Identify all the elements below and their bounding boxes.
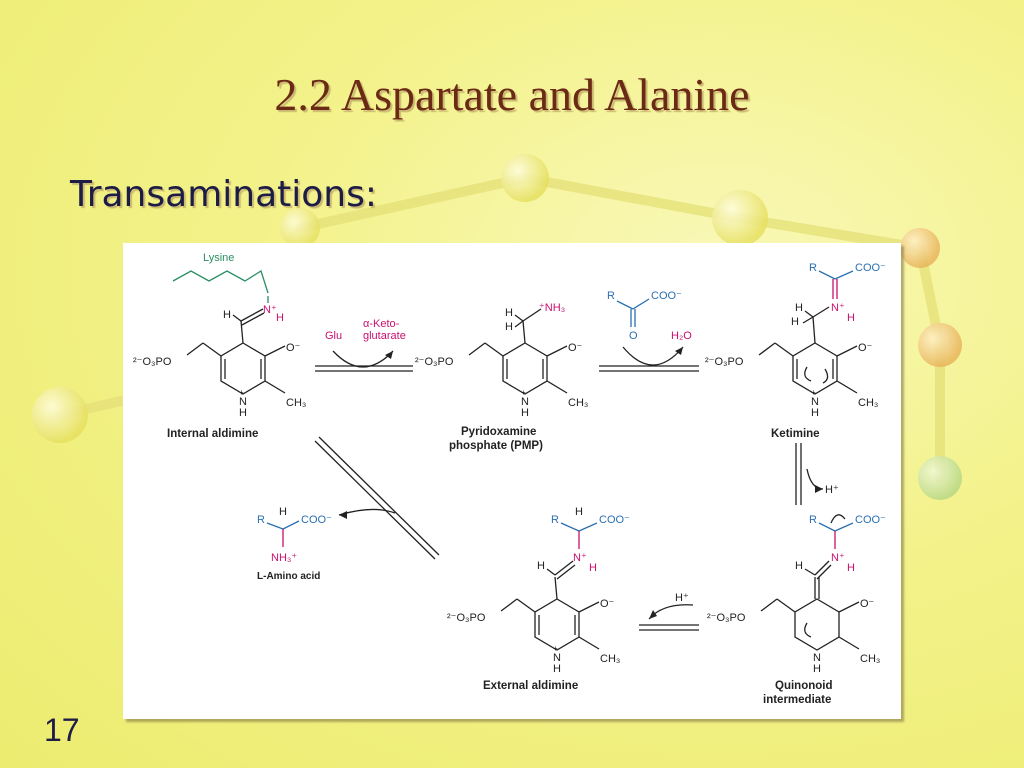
external-aldimine-ring-plus: + <box>553 644 558 653</box>
pmp-ring-plus: + <box>521 388 526 397</box>
internal-aldimine-ch: H <box>223 309 231 321</box>
amino-acid-caption: L-Amino acid <box>257 571 320 582</box>
internal-aldimine-ring-n: N <box>239 396 247 408</box>
internal-aldimine-nh: H <box>276 312 284 324</box>
external-aldimine-oxide: O⁻ <box>600 598 615 610</box>
pmp-h1: H <box>505 307 513 319</box>
pmp-molecule: ⁺NH₃ H H O⁻ CH₃ ²⁻O₃PO + N H Pyridoxamin… <box>415 302 588 452</box>
ketimine-oxide: O⁻ <box>858 342 873 354</box>
ketimine-nh: H <box>847 312 855 324</box>
external-aldimine-caption: External aldimine <box>483 680 578 692</box>
pmp-phosphate: ²⁻O₃PO <box>415 356 454 368</box>
ketimine-molecule: R COO⁻ N⁺ H H H O⁻ CH₃ ²⁻O₃PO <box>705 262 886 440</box>
lysine-label: Lysine <box>203 252 234 264</box>
external-aldimine-molecule: R H COO⁻ N⁺ H H O⁻ CH₃ ²⁻O₃PO + N H <box>447 506 630 692</box>
ketimine-h1: H <box>795 302 803 314</box>
amino-acid-entry-step: R H COO⁻ NH₃⁺ L-Amino acid <box>257 436 440 582</box>
external-aldimine-n: N⁺ <box>573 552 587 564</box>
external-aldimine-h: H <box>537 560 545 572</box>
ketimine-ring-n: N <box>811 396 819 408</box>
ketoglutarate-label-1: α-Keto- <box>363 318 400 330</box>
amino-acid-nh3: NH₃⁺ <box>271 552 297 564</box>
internal-aldimine-n: N⁺ <box>263 304 277 316</box>
quinonoid-coo: COO⁻ <box>855 514 886 526</box>
ketoacid-r: R <box>607 290 615 302</box>
internal-aldimine-methyl: CH₃ <box>286 397 306 409</box>
quinonoid-n: N⁺ <box>831 552 845 564</box>
pmp-h2: H <box>505 321 513 333</box>
external-aldimine-r: R <box>551 514 559 526</box>
quinonoid-ring-h: H <box>813 663 821 675</box>
amino-acid-coo: COO⁻ <box>301 514 332 526</box>
protonation-step: H⁺ <box>639 592 699 631</box>
ketoacid-o: O <box>629 330 638 342</box>
reaction-scheme: Lysine N⁺ H H O⁻ CH₃ ²⁻O₃PO + N H Intern… <box>133 252 886 706</box>
external-aldimine-alpha-h: H <box>575 506 583 518</box>
glu-ketoglutarate-step: Glu α-Keto- glutarate <box>315 318 413 372</box>
quinonoid-h: H <box>795 560 803 572</box>
ketimine-methyl: CH₃ <box>858 397 878 409</box>
external-aldimine-methyl: CH₃ <box>600 653 620 665</box>
external-aldimine-nh: H <box>589 562 597 574</box>
external-aldimine-ring-h: H <box>553 663 561 675</box>
transamination-diagram: Lysine N⁺ H H O⁻ CH₃ ²⁻O₃PO + N H Intern… <box>123 243 901 719</box>
ketimine-r: R <box>809 262 817 274</box>
external-aldimine-ring-n: N <box>553 652 561 664</box>
pmp-methyl: CH₃ <box>568 397 588 409</box>
quinonoid-caption-2: intermediate <box>763 694 831 706</box>
quinonoid-molecule: R COO⁻ N⁺ H H O⁻ CH₃ ²⁻O₃PO N H Qui <box>707 514 886 706</box>
pmp-caption-2: phosphate (PMP) <box>449 440 543 452</box>
internal-aldimine-ring-h: H <box>239 407 247 419</box>
ketoglutarate-label-2: glutarate <box>363 330 406 342</box>
internal-aldimine-ring-plus: + <box>239 388 244 397</box>
proton-out-label: H⁺ <box>825 484 839 496</box>
quinonoid-ring-n: N <box>813 652 821 664</box>
pmp-amine: ⁺NH₃ <box>539 302 565 314</box>
water-label: H₂O <box>671 330 692 342</box>
ketimine-caption: Ketimine <box>771 428 820 440</box>
quinonoid-methyl: CH₃ <box>860 653 880 665</box>
quinonoid-oxide: O⁻ <box>860 598 875 610</box>
glu-label: Glu <box>325 330 342 342</box>
ketimine-ring-h: H <box>811 407 819 419</box>
slide-number: 17 <box>44 712 80 748</box>
pmp-ring-h: H <box>521 407 529 419</box>
pmp-caption-1: Pyridoxamine <box>461 426 536 438</box>
internal-aldimine-molecule: Lysine N⁺ H H O⁻ CH₃ ²⁻O₃PO + N H Intern… <box>133 252 306 440</box>
amino-acid-r: R <box>257 514 265 526</box>
quinonoid-nh: H <box>847 562 855 574</box>
quinonoid-r: R <box>809 514 817 526</box>
ketimine-ring-plus: + <box>811 388 816 397</box>
ketimine-coo: COO⁻ <box>855 262 886 274</box>
internal-aldimine-caption: Internal aldimine <box>167 428 258 440</box>
ketoacid-coo: COO⁻ <box>651 290 682 302</box>
ketimine-phosphate: ²⁻O₃PO <box>705 356 744 368</box>
quinonoid-phosphate: ²⁻O₃PO <box>707 612 746 624</box>
pmp-oxide: O⁻ <box>568 342 583 354</box>
external-aldimine-phosphate: ²⁻O₃PO <box>447 612 486 624</box>
quinonoid-caption-1: Quinonoid <box>775 680 832 692</box>
slide-title: 2.2 Aspartate and Alanine <box>274 69 750 120</box>
proton-in-label: H⁺ <box>675 592 689 604</box>
ketoacid-water-step: R COO⁻ O H₂O <box>599 290 699 372</box>
ketimine-n: N⁺ <box>831 302 845 314</box>
ketimine-h2: H <box>791 316 799 328</box>
internal-aldimine-phosphate: ²⁻O₃PO <box>133 356 172 368</box>
pmp-ring-n: N <box>521 396 529 408</box>
internal-aldimine-oxide: O⁻ <box>286 342 301 354</box>
deprotonation-step: H⁺ <box>795 443 839 505</box>
section-subtitle: Transaminations: <box>70 174 377 215</box>
amino-acid-h: H <box>279 506 287 518</box>
external-aldimine-coo: COO⁻ <box>599 514 630 526</box>
